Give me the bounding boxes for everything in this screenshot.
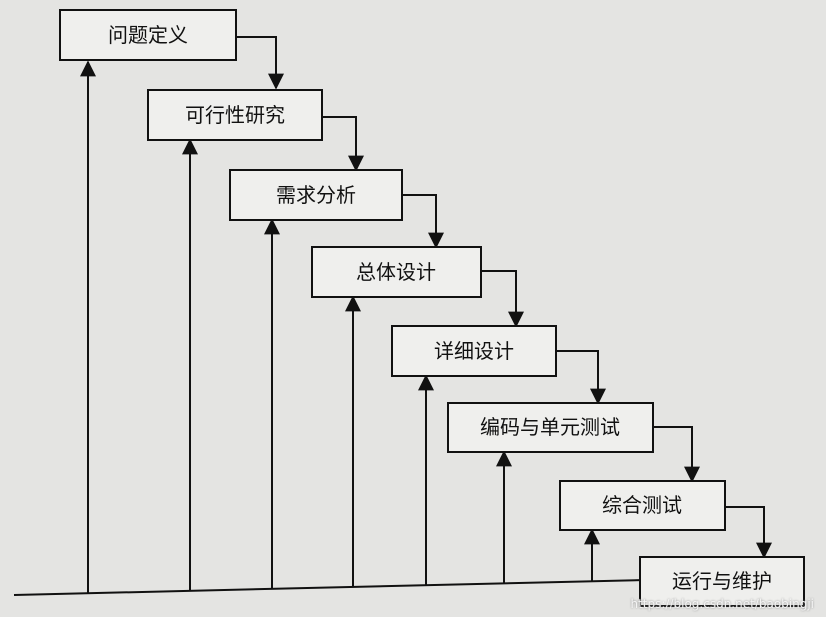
stage-label: 可行性研究 [185,103,285,127]
stage-label: 运行与维护 [672,569,772,593]
flow-arrow-5 [556,350,606,405]
stage-box-1: 问题定义 [59,9,237,61]
stage-box-4: 总体设计 [311,246,482,298]
stage-box-8: 运行与维护 [639,556,805,607]
stage-label: 综合测试 [602,493,682,517]
stage-label: 问题定义 [108,23,188,47]
stage-label: 需求分析 [276,183,356,207]
flow-arrow-3 [402,194,444,249]
flow-arrow-4 [481,270,524,328]
stage-box-7: 综合测试 [559,480,726,531]
feedback-arrows [80,60,600,594]
stage-label: 总体设计 [356,260,436,284]
flow-arrow-7 [725,506,772,559]
stage-box-2: 可行性研究 [147,89,323,141]
flow-arrow-6 [653,426,700,483]
stage-box-3: 需求分析 [229,169,403,221]
flow-arrows [236,36,772,559]
baseline [13,579,646,596]
flow-arrow-2 [322,116,364,172]
stage-label: 编码与单元测试 [480,415,620,439]
stage-box-6: 编码与单元测试 [447,402,654,453]
flow-arrow-1 [236,36,284,90]
stage-label: 详细设计 [434,339,514,363]
watermark: https://blog.csdn.net/baobingji [630,597,814,611]
stage-box-5: 详细设计 [391,325,557,377]
